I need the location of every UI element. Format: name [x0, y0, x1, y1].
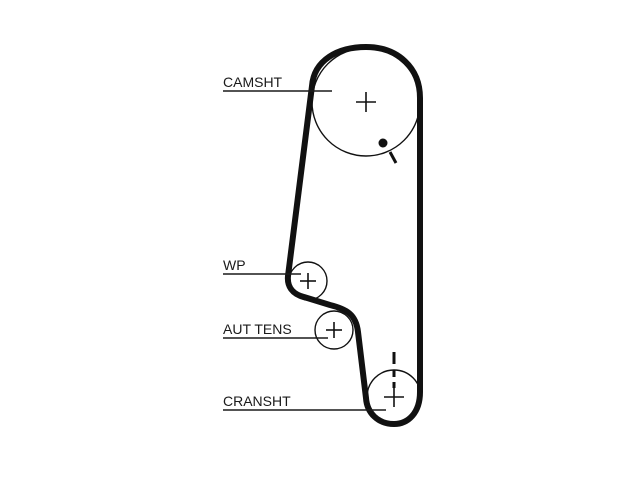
camshaft-timing-dot-icon — [378, 138, 388, 148]
camshaft-timing-tick-icon — [388, 151, 398, 164]
camshaft-center-icon — [356, 92, 376, 112]
auto-tensioner-pulley-circle — [314, 310, 354, 350]
camshaft-pulley-circle — [311, 47, 421, 157]
auto-tensioner-pulley — [314, 310, 354, 350]
auto-tensioner-center-icon — [326, 322, 342, 338]
crankshaft-label: CRANSHT — [223, 393, 291, 409]
water-pump-label: WP — [223, 257, 246, 273]
camshaft-label: CAMSHT — [223, 74, 283, 90]
water-pump-pulley — [288, 261, 328, 301]
crankshaft-center-icon — [384, 387, 404, 407]
crankshaft-pulley — [366, 352, 422, 425]
water-pump-pulley-circle — [288, 261, 328, 301]
timing-belt — [284, 44, 423, 427]
auto-tensioner-label: AUT TENS — [223, 321, 292, 337]
camshaft-pulley — [311, 47, 421, 164]
water-pump-center-icon — [300, 273, 316, 289]
